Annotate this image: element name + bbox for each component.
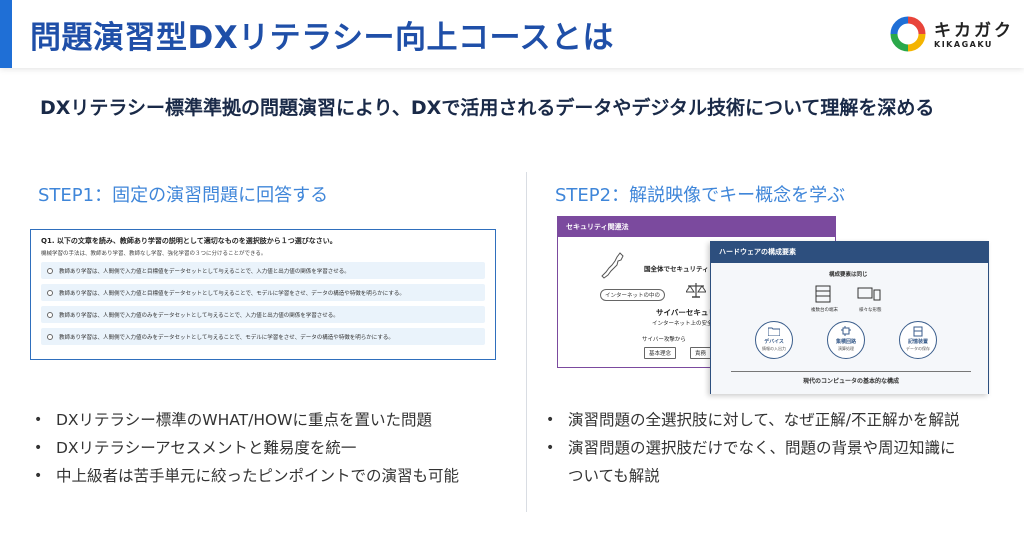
quiz-option-label: 教師あり学習は、人間側で入力値と目標値をデータセットとして与えることで、入力値と… <box>59 268 350 275</box>
header-accent-bar <box>0 0 12 68</box>
list-item: • 演習問題の全選択肢に対して、なぜ正解/不正解かを解説 <box>542 406 959 434</box>
bullet-icon: • <box>34 412 43 428</box>
slide-header: セキュリティ関連法 <box>558 217 835 237</box>
column-divider <box>526 172 527 512</box>
slide2-icon-label-1: 複数台の端末 <box>811 308 838 313</box>
japan-map-icon <box>601 252 624 279</box>
logo-ring-icon <box>890 16 926 52</box>
list-item: • 演習問題の選択肢だけでなく、問題の背景や周辺知識に <box>542 434 959 462</box>
logo-text-en: KIKAGAKU <box>934 40 993 49</box>
scales-icon <box>686 283 706 298</box>
slide1-box-1: 基本理念 <box>644 347 677 359</box>
radio-icon[interactable] <box>47 311 53 318</box>
bullet-icon: • <box>546 440 555 456</box>
chip-label: 集積回路 <box>835 339 856 345</box>
slide1-box-2: 責務 <box>690 347 712 359</box>
bullet-icon: • <box>34 468 43 484</box>
quiz-option-4[interactable]: 教師あり学習は、人間側で入力値のみをデータセットとして与えることで、モデルに学習… <box>41 328 485 345</box>
step2-bullet-list: • 演習問題の全選択肢に対して、なぜ正解/不正解かを解説 • 演習問題の選択肢だけで… <box>542 406 959 490</box>
step1-bullet-list: • DXリテラシー標準のWHAT/HOWに重点を置いた問題 • DXリテラシーアセス… <box>30 406 459 490</box>
devices-icon <box>857 287 881 301</box>
quiz-subtext: 機械学習の手法は、教師あり学習、教師なし学習、強化学習の３つに分けることができる… <box>41 251 267 257</box>
quiz-option-label: 教師あり学習は、人間側で入力値と目標値をデータセットとして与えることで、モデルに… <box>59 290 405 297</box>
radio-icon[interactable] <box>47 267 53 274</box>
chip-circle <box>827 321 865 359</box>
radio-icon[interactable] <box>47 289 53 296</box>
device-circle <box>755 321 793 359</box>
page-title: 問題演習型DXリテラシー向上コースとは <box>30 20 614 56</box>
step2-title: STEP2：解説映像でキー概念を学ぶ <box>555 185 846 206</box>
device-sublabel: 情報の入出力 <box>762 346 786 351</box>
logo-text-jp: キカガク <box>934 21 1014 41</box>
chip-icon <box>841 326 851 336</box>
quiz-option-3[interactable]: 教師あり学習は、人間側で入力値のみをデータセットとして与えることで、入力値と出力… <box>41 306 485 323</box>
slide2-bottom-caption: 現代のコンピュータの基本的な構成 <box>731 371 971 385</box>
bullet-text: 中上級者は苦手単元に絞ったピンポイントでの演習も可能 <box>56 467 460 485</box>
quiz-panel: Q1. 以下の文章を読み、教師あり学習の説明として適切なものを選択肢から１つ選び… <box>30 229 496 360</box>
slide1-text-1: 国全体でセキュリティ <box>644 265 709 273</box>
header: 問題演習型DXリテラシー向上コースとは キカガク KIKAGAKU <box>0 0 1024 68</box>
bullet-text: DXリテラシー標準のWHAT/HOWに重点を置いた問題 <box>56 411 432 429</box>
bullet-text: 演習問題の選択肢だけでなく、問題の背景や周辺知識に <box>568 439 956 457</box>
slide-body: 国全体でセキュリティ インターネットの中の サイバーセキュリティ インターネット… <box>558 237 835 367</box>
lead-text: DXリテラシー標準準拠の問題演習により、DXで活用されるデータやデジタル技術につ… <box>40 97 935 119</box>
quiz-option-label: 教師あり学習は、人間側で入力値のみをデータセットとして与えることで、入力値と出力… <box>59 312 339 319</box>
slide1-text-5: サイバー攻撃から <box>642 337 686 343</box>
folder-icon <box>768 327 780 336</box>
slide1-text-4: インターネット上の安全 <box>652 321 713 327</box>
video-slide-hardware[interactable]: ハードウェアの構成要素 構成要素は同じ 複数台の端末 様々な形態 デバイス 情報… <box>710 241 989 394</box>
storage-icon <box>913 326 923 337</box>
list-item: • DXリテラシーアセスメントと難易度を統一 <box>30 434 459 462</box>
slide-header: ハードウェアの構成要素 <box>711 242 988 263</box>
quiz-option-label: 教師あり学習は、人間側で入力値のみをデータセットとして与えることで、モデルに学習… <box>59 334 394 341</box>
chip-sublabel: 演算処理 <box>838 346 854 351</box>
server-icon <box>815 285 831 303</box>
kikagaku-logo[interactable]: キカガク KIKAGAKU <box>888 12 1018 58</box>
bullet-icon: • <box>34 440 43 456</box>
slide1-text-3: サイバーセキュリティ <box>656 308 731 317</box>
bullet-text: DXリテラシーアセスメントと難易度を統一 <box>56 439 357 457</box>
bullet-icon: • <box>546 412 555 428</box>
radio-icon[interactable] <box>47 333 53 340</box>
storage-label: 記憶装置 <box>907 339 928 345</box>
bullet-continuation: ついても解説 <box>568 467 660 485</box>
bullet-text: 演習問題の全選択肢に対して、なぜ正解/不正解かを解説 <box>568 411 960 429</box>
slide1-text-2: インターネットの中の <box>600 289 666 301</box>
list-item: • DXリテラシー標準のWHAT/HOWに重点を置いた問題 <box>30 406 459 434</box>
slide-body: 構成要素は同じ 複数台の端末 様々な形態 デバイス 情報の入出力 集積回路 演算… <box>711 263 988 394</box>
list-item: • 中上級者は苦手単元に絞ったピンポイントでの演習も可能 <box>30 462 459 490</box>
quiz-option-2[interactable]: 教師あり学習は、人間側で入力値と目標値をデータセットとして与えることで、モデルに… <box>41 284 485 301</box>
slide2-icon-label-2: 様々な形態 <box>859 308 882 313</box>
slide2-caption: 構成要素は同じ <box>829 272 868 278</box>
storage-sublabel: データの保存 <box>906 346 930 351</box>
quiz-question: Q1. 以下の文章を読み、教師あり学習の説明として適切なものを選択肢から１つ選び… <box>41 237 337 245</box>
quiz-option-1[interactable]: 教師あり学習は、人間側で入力値と目標値をデータセットとして与えることで、入力値と… <box>41 262 485 279</box>
device-label: デバイス <box>764 339 784 345</box>
step1-title: STEP1：固定の演習問題に回答する <box>38 185 329 206</box>
